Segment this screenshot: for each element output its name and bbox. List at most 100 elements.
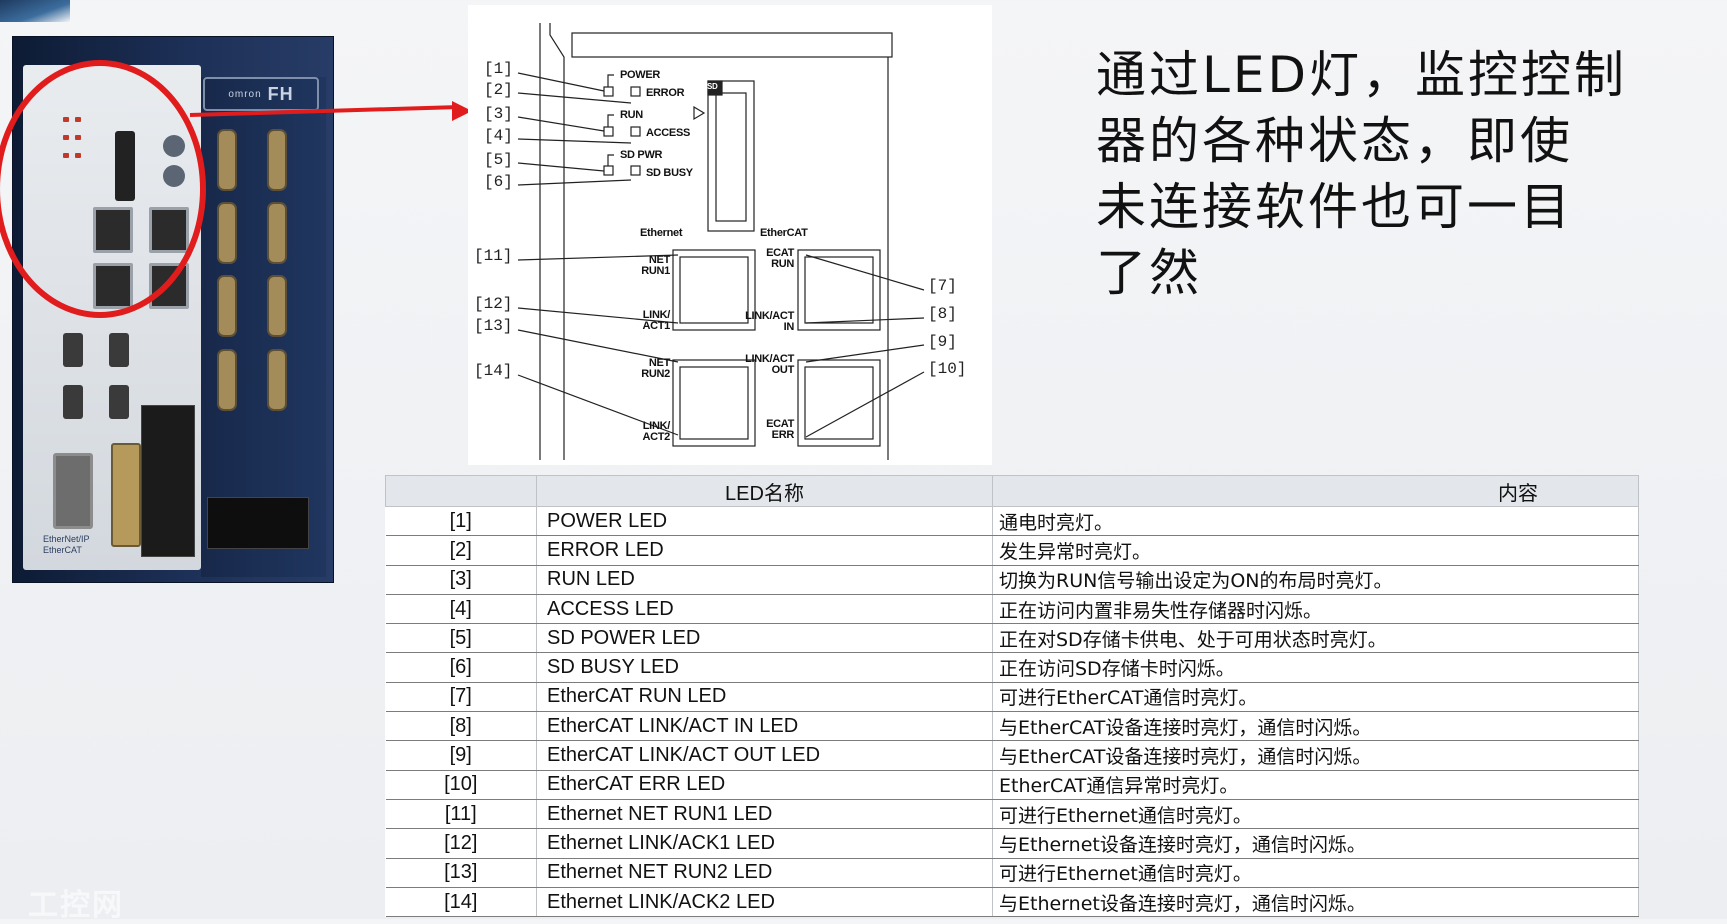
led-name-cell: ERROR LED (536, 535, 993, 566)
led-name-cell: Ethernet LINK/ACK2 LED (536, 887, 993, 918)
pointer-arrow-head (452, 101, 472, 121)
slide-corner-accent (0, 0, 70, 22)
led-content-cell: 通电时亮灯。 (992, 506, 1639, 537)
usb-port (63, 385, 83, 419)
sd-label: SD (707, 82, 718, 91)
slide-note: 通过LED灯，监控控制 器的各种状态，即使 未连接软件也可一目 了然 (1096, 42, 1706, 306)
led-name-cell: EtherCAT LINK/ACT IN LED (536, 711, 993, 742)
net-run2-label: NET RUN2 (641, 357, 670, 380)
led-number-cell: [1] (385, 506, 537, 537)
led-name-cell: Ethernet NET RUN1 LED (536, 799, 993, 830)
led-highlight-circle (0, 60, 206, 318)
led-number-cell: [7] (385, 682, 537, 713)
led-name-cell: ACCESS LED (536, 594, 993, 625)
camera-connector (267, 349, 287, 411)
camera-connector (217, 129, 237, 191)
net-run1-label: NET RUN1 (641, 254, 670, 277)
sd-busy-label: SD BUSY (646, 167, 693, 179)
led-name-cell: RUN LED (536, 565, 993, 595)
led-name-cell: SD BUSY LED (536, 652, 993, 683)
note-line: 通过LED灯，监控控制 (1096, 46, 1627, 104)
led-number-cell: [4] (385, 594, 537, 625)
led-number-cell: [5] (385, 623, 537, 654)
ref-10: [10] (928, 360, 967, 378)
led-name-cell: Ethernet NET RUN2 LED (536, 858, 993, 888)
sd-pwr-label: SD PWR (620, 149, 663, 161)
led-name-cell: Ethernet LINK/ACK1 LED (536, 828, 993, 859)
led-number-cell: [6] (385, 652, 537, 683)
ecat-err-label: ECAT ERR (766, 418, 794, 441)
run-label: RUN (620, 109, 643, 121)
ref-5: [5] (484, 151, 513, 169)
access-label: ACCESS (646, 127, 691, 139)
ref-13: [13] (474, 317, 513, 335)
column-header-content: 内容 (992, 475, 1639, 507)
usb-port (63, 333, 83, 367)
error-label: ERROR (646, 87, 685, 99)
led-number-cell: [3] (385, 565, 537, 595)
ecat-run-label: ECAT RUN (766, 247, 794, 270)
note-line: 未连接软件也可一目 (1096, 178, 1573, 236)
led-number-cell: [11] (385, 799, 537, 830)
led-content-cell: 与EtherCAT设备连接时亮灯，通信时闪烁。 (992, 740, 1639, 771)
led-name-cell: EtherCAT RUN LED (536, 682, 993, 713)
led-name-cell: SD POWER LED (536, 623, 993, 654)
column-header-number (385, 475, 537, 507)
ref-9: [9] (928, 333, 957, 351)
led-content-cell: 与Ethernet设备连接时亮灯，通信时闪烁。 (992, 828, 1639, 859)
usb-port (109, 333, 129, 367)
note-line: 器的各种状态，即使 (1096, 112, 1573, 170)
led-number-cell: [13] (385, 858, 537, 888)
ref-1: [1] (484, 60, 513, 78)
led-content-cell: 正在访问内置非易失性存储器时闪烁。 (992, 594, 1639, 625)
camera-connector (217, 349, 237, 411)
camera-connector (267, 202, 287, 264)
led-content-cell: 可进行EtherCAT通信时亮灯。 (992, 682, 1639, 713)
led-content-cell: 可进行Ethernet通信时亮灯。 (992, 799, 1639, 830)
led-content-cell: 可进行Ethernet通信时亮灯。 (992, 858, 1639, 888)
camera-connector (267, 129, 287, 191)
serial-port (53, 453, 93, 529)
led-number-cell: [8] (385, 711, 537, 742)
ref-12: [12] (474, 295, 513, 313)
network-brand-label: EtherNet/IP EtherCAT (43, 534, 90, 555)
led-content-cell: 正在访问SD存储卡时闪烁。 (992, 652, 1639, 683)
link-act2-label: LINK/ ACT2 (642, 420, 670, 443)
ref-2: [2] (484, 81, 513, 99)
power-terminal (207, 497, 309, 549)
controller-side (201, 77, 326, 577)
io-terminal-block (141, 405, 195, 557)
led-number-cell: [12] (385, 828, 537, 859)
ref-7: [7] (928, 277, 957, 295)
watermark: 工控网 (28, 888, 124, 923)
led-number-cell: [2] (385, 535, 537, 566)
power-label: POWER (620, 69, 661, 81)
led-name-cell: EtherCAT LINK/ACT OUT LED (536, 740, 993, 771)
led-content-cell: EtherCAT通信异常时亮灯。 (992, 770, 1639, 800)
camera-connector (267, 275, 287, 337)
led-number-cell: [14] (385, 887, 537, 918)
led-content-cell: 与Ethernet设备连接时亮灯，通信时闪烁。 (992, 887, 1639, 918)
led-content-cell: 正在对SD存储卡供电、处于可用状态时亮灯。 (992, 623, 1639, 654)
led-content-cell: 发生异常时亮灯。 (992, 535, 1639, 566)
ref-11: [11] (474, 247, 513, 265)
link-act-in-label: LINK/ACT IN (745, 310, 794, 333)
note-line: 了然 (1096, 244, 1202, 302)
led-number-cell: [9] (385, 740, 537, 771)
table-header-row: LED名称 内容 (385, 475, 1639, 507)
dvi-port (111, 443, 141, 547)
led-name-cell: POWER LED (536, 506, 993, 537)
